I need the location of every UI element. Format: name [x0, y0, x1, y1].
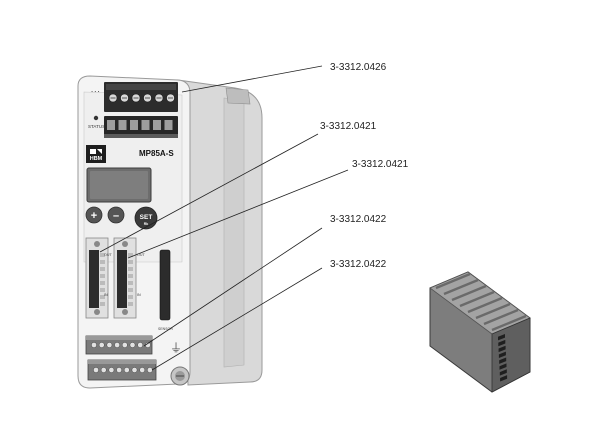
plug-wire-hole	[498, 351, 506, 359]
terminal-screw	[106, 342, 113, 348]
right-vertical-connector	[113, 237, 137, 319]
model-label: MP85A-S	[139, 149, 174, 158]
terminal-screw	[131, 367, 138, 373]
terminal-screw	[137, 342, 143, 348]
connector-pin	[100, 302, 105, 306]
callout-labels: 3-3312.0426 3-3312.0421 3-3312.0421 3-33…	[320, 62, 409, 270]
terminal-screw	[147, 367, 153, 373]
terminal-screw	[91, 342, 97, 348]
connector-marking-in: IN	[137, 293, 141, 297]
minus-button[interactable]: –	[107, 206, 125, 224]
connector-pin	[128, 274, 133, 278]
plug-rib	[467, 296, 503, 314]
connector-marking-top: • • •	[91, 90, 100, 94]
top-terminal-row	[104, 116, 178, 138]
leader-line-4	[143, 227, 323, 347]
leader-line-2	[99, 133, 319, 253]
terminal-screw	[139, 367, 145, 373]
terminal-screw	[98, 342, 105, 348]
hbm-logo-text: HBM	[90, 156, 103, 162]
connector-marking-out: OUT	[137, 253, 145, 257]
connector-marking-side: SENSOR	[158, 327, 173, 331]
plug-rib	[459, 290, 495, 308]
leader-line-3	[127, 169, 349, 259]
plug-rib	[435, 272, 471, 290]
plus-button-label: +	[91, 210, 97, 222]
leader-line-5	[151, 267, 323, 371]
connector-pin	[128, 281, 133, 285]
plug-wire-hole	[498, 345, 506, 353]
plug-wire-hole	[498, 339, 506, 347]
plug-wire-hole	[499, 363, 507, 370]
left-vertical-connector	[85, 237, 109, 319]
set-button-sublabel: Rk	[144, 222, 149, 226]
plug-rib	[491, 314, 527, 332]
plug-wire-hole	[499, 369, 507, 376]
din-clip	[225, 87, 251, 105]
connector-pin	[100, 281, 105, 285]
minus-button-label: –	[113, 210, 119, 222]
terminal-screw	[124, 367, 130, 373]
terminal-screw	[116, 367, 122, 373]
connector-pin	[100, 260, 105, 264]
housing-side-rail	[223, 97, 245, 368]
plug-wire-hole	[499, 357, 507, 364]
bottom-terminal-block-2	[87, 359, 157, 381]
callout-label-4: 3-3312.0422	[330, 214, 387, 225]
terminal-screw	[114, 342, 120, 348]
terminal-opening	[118, 120, 127, 130]
callout-label-1: 3-3312.0426	[330, 62, 387, 73]
terminal-screw	[100, 367, 107, 373]
connector-pin	[128, 288, 133, 292]
plug-rib	[483, 308, 519, 326]
leader-line-1	[181, 65, 323, 93]
plug-rib	[475, 302, 511, 320]
hbm-logo: HBM	[86, 145, 106, 163]
leader-lines	[99, 65, 349, 371]
set-button-label: SET	[140, 214, 153, 221]
connector-pin	[128, 253, 133, 257]
plug-connector-detail	[429, 271, 531, 393]
plug-rib	[451, 284, 487, 302]
connector-pin	[100, 288, 105, 292]
connector-marking-in-left: IN	[104, 293, 108, 297]
terminal-opening	[164, 120, 173, 130]
status-label: STATUS	[88, 124, 105, 129]
plug-wire-hole	[498, 333, 505, 341]
connector-pin	[128, 295, 133, 299]
callout-label-5: 3-3312.0422	[330, 259, 387, 270]
housing-side	[177, 79, 263, 386]
set-button[interactable]: SET Rk	[134, 206, 158, 230]
bottom-terminal-block-1	[85, 335, 153, 355]
connector-pin	[100, 253, 105, 257]
top-connector	[104, 82, 178, 112]
connector-pin	[100, 267, 105, 271]
plus-button[interactable]: +	[85, 206, 103, 224]
terminal-screw	[108, 367, 115, 373]
side-slot-connector	[159, 249, 171, 321]
terminal-screw	[122, 342, 128, 348]
terminal-opening	[141, 120, 150, 130]
terminal-opening	[130, 120, 138, 130]
connector-pin	[128, 260, 133, 264]
connector-pin	[100, 295, 105, 299]
plug-wire-hole	[500, 375, 508, 382]
plug-rib	[443, 278, 479, 296]
terminal-screw	[129, 342, 136, 348]
ground-screw	[170, 366, 190, 386]
callout-label-2: 3-3312.0421	[320, 121, 377, 132]
status-led	[93, 115, 99, 121]
terminal-screw	[93, 367, 99, 373]
terminal-opening	[153, 120, 161, 130]
connector-marking-out-left: OUT	[104, 253, 112, 257]
terminal-opening	[107, 120, 115, 130]
connector-pin	[128, 267, 133, 271]
connector-pin	[128, 302, 133, 306]
transmitter-device: • • • STATUS HBM MP85A-S + – SET Rk	[77, 75, 263, 389]
callout-label-3: 3-3312.0421	[352, 159, 409, 170]
connector-pin	[100, 274, 105, 278]
ground-symbol-icon: ⏚	[170, 341, 182, 355]
